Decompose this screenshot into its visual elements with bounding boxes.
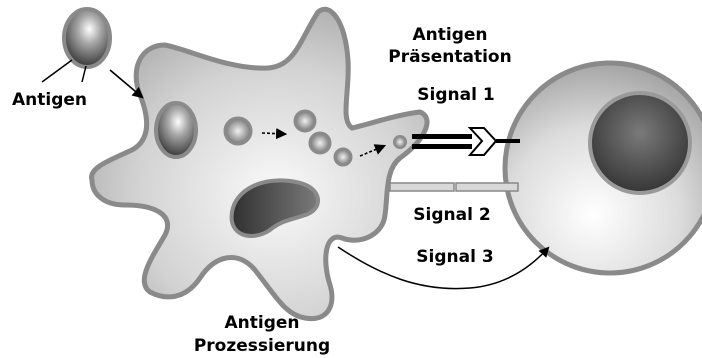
antigen-label: Antigen — [12, 90, 87, 110]
vesicle-3 — [310, 133, 330, 153]
t-cell — [505, 63, 702, 273]
signal-2-label: Signal 2 — [413, 205, 490, 225]
free-antigen — [64, 9, 110, 67]
signal-1-label: Signal 1 — [417, 85, 494, 105]
antigen-pointer-left — [42, 60, 72, 82]
presentation-label-line1: Antigen — [412, 25, 487, 45]
vesicle-2 — [295, 111, 315, 131]
vesicle-4 — [335, 149, 351, 165]
t-cell-nucleus — [590, 93, 690, 193]
processing-label-line1: Antigen — [224, 313, 299, 333]
antigen-presenting-cell — [92, 9, 428, 318]
signal-3-label: Signal 3 — [416, 247, 493, 267]
signal-2-costimulation — [390, 183, 518, 191]
presentation-label-line2: Präsentation — [388, 47, 511, 67]
signal-1-receptor — [412, 128, 520, 155]
processing-label-line2: Prozessierung — [194, 336, 330, 356]
engulfed-antigen — [156, 103, 196, 157]
vesicle-5 — [394, 136, 406, 148]
vesicle-1 — [225, 118, 251, 144]
